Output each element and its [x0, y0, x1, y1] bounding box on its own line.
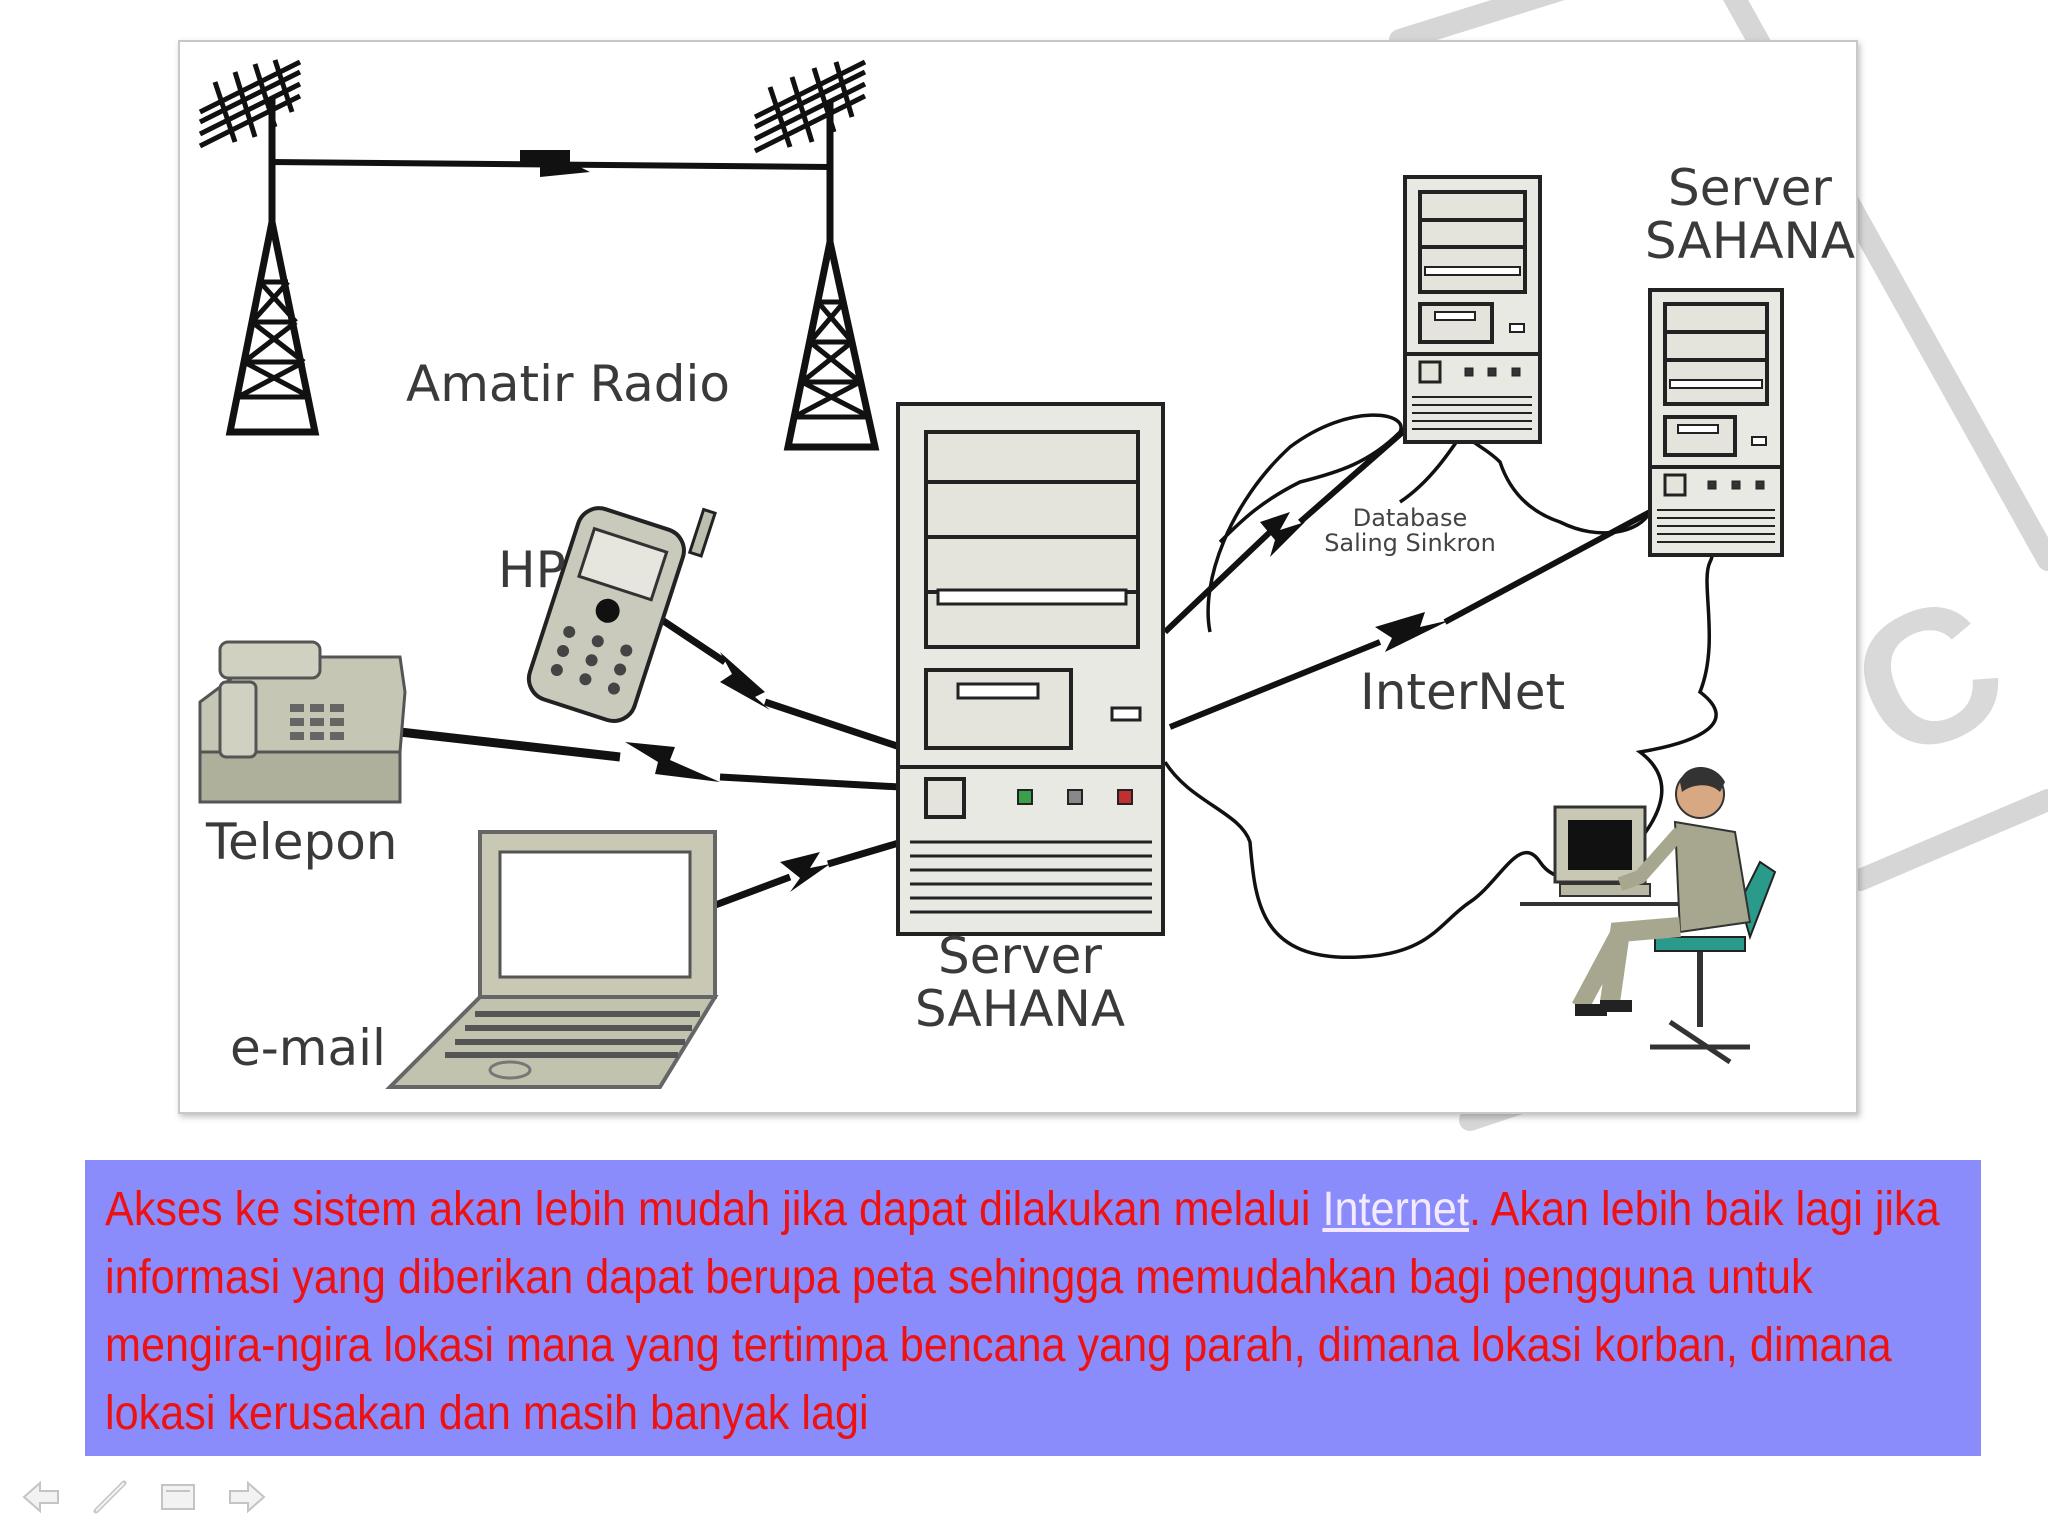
- user-at-computer-icon: [1520, 767, 1777, 1065]
- slide-navigation-bar: [18, 1472, 270, 1522]
- next-slide-button[interactable]: [222, 1474, 270, 1520]
- previous-slide-button[interactable]: [18, 1474, 66, 1520]
- database-server-icon: [1403, 175, 1542, 444]
- menu-icon: [161, 1484, 195, 1510]
- label-amatir-radio: Amatir Radio: [406, 355, 730, 413]
- slide-menu-button[interactable]: [154, 1474, 202, 1520]
- arrow-right-icon: [229, 1480, 266, 1514]
- antenna-tower-right: [753, 59, 880, 451]
- label-right-server-line2: SAHANA: [1644, 211, 1856, 270]
- label-main-server: Server SAHANA: [905, 930, 1135, 1035]
- laptop-icon: [385, 830, 719, 1089]
- label-database-line1: Database: [1352, 504, 1468, 532]
- arrow-left-icon: [22, 1480, 59, 1514]
- telepon-link: [399, 727, 901, 791]
- caption-text: Akses ke sistem akan lebih mudah jika da…: [105, 1176, 1959, 1448]
- label-database-line2: Saling Sinkron: [1324, 529, 1496, 558]
- label-main-server-line2: SAHANA: [914, 979, 1126, 1038]
- caption-box: Akses ke sistem akan lebih mudah jika da…: [85, 1160, 1981, 1456]
- label-email: e-mail: [230, 1019, 386, 1077]
- caption-text-part1: Akses ke sistem akan lebih mudah jika da…: [105, 1183, 1323, 1236]
- right-server-icon: [1648, 288, 1784, 557]
- label-hp: HP: [498, 541, 566, 599]
- label-database-sync: Database Saling Sinkron: [1300, 504, 1520, 558]
- radio-link: [269, 150, 831, 177]
- label-telepon: Telepon: [206, 813, 398, 871]
- label-right-server-line1: Server: [1668, 159, 1832, 217]
- antenna-tower-left: [198, 59, 320, 436]
- network-diagram: Amatir Radio HP Telepon e-mail Server SA…: [178, 40, 1858, 1114]
- label-right-server: Server SAHANA: [1630, 159, 1856, 270]
- telephone-icon: [198, 640, 407, 804]
- pen-tool-button[interactable]: [86, 1474, 134, 1520]
- mobile-phone-icon: [526, 506, 717, 723]
- hp-link: [648, 609, 902, 751]
- pen-icon: [93, 1480, 127, 1514]
- label-internet: InterNet: [1360, 663, 1566, 721]
- caption-text-part2: . Akan lebih baik lagi jika informasi ya…: [105, 1183, 1940, 1440]
- label-main-server-line1: Server: [938, 927, 1102, 985]
- main-server-icon: [896, 402, 1165, 936]
- email-link: [708, 838, 903, 911]
- internet-link[interactable]: Internet: [1322, 1183, 1469, 1236]
